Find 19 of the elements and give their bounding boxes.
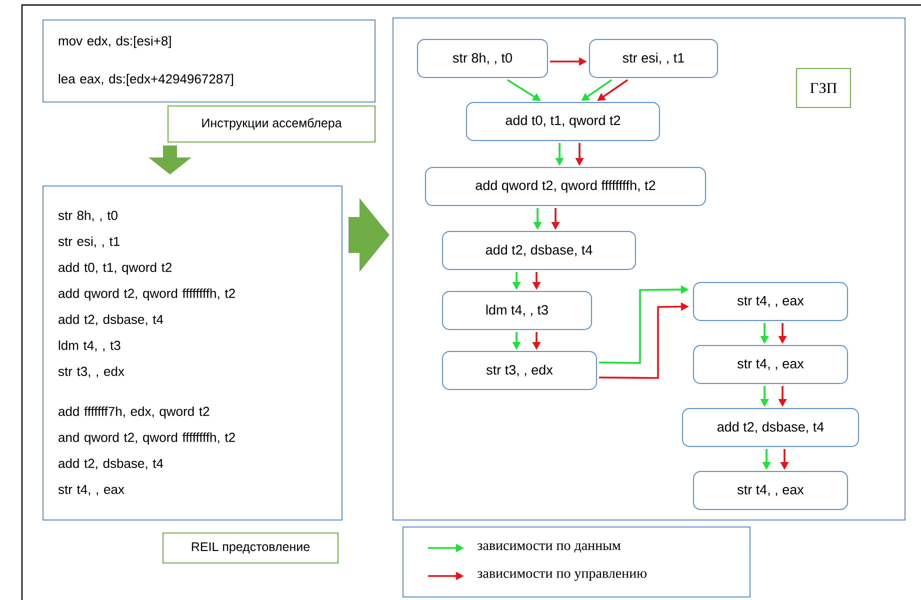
instruction-box: str 8h, , t0 xyxy=(417,39,548,78)
instruction-box: str t4, , eax xyxy=(693,471,848,510)
code-box: mov edx, ds:[esi+8] lea eax, ds:[edx+4294967287] xyxy=(42,20,376,102)
legend-text: зависимости по управлению xyxy=(478,571,647,581)
instruction-box: str esi, , t1 xyxy=(589,39,718,78)
instruction-box: str t4, , eax xyxy=(693,345,848,384)
instruction-box: str t3, , edx xyxy=(442,351,597,390)
code-box: str 8h, , t0 str esi, , t1 add t0, t1, qword t2 add qword t2, qword ffffffffh, t2 add t2, dsbase, t4 ldm t4, , t3 str t3, , edx add fffffff7h, edx, qword t2 and qword t2, qword ffffffffh, t2 add t2, dsbase, t4 str t4, , eax xyxy=(42,186,342,520)
instruction-box: str t4, , eax xyxy=(693,282,848,321)
instruction-box: add t2, dsbase, t4 xyxy=(442,231,636,270)
instruction-box: add t2, dsbase, t4 xyxy=(682,408,859,447)
graph-frame xyxy=(392,18,906,520)
instruction-box: add t0, t1, qword t2 xyxy=(466,102,660,141)
legend-text: зависимости по данным xyxy=(478,543,621,553)
caption-box: REIL предстовление xyxy=(162,532,338,564)
instruction-box: ldm t4, , t3 xyxy=(442,291,592,330)
instruction-box: add qword t2, qword ffffffffh, t2 xyxy=(425,167,706,206)
title-box: ГЗП xyxy=(796,68,851,108)
caption-box: Инструкции ассемблера xyxy=(168,106,376,142)
